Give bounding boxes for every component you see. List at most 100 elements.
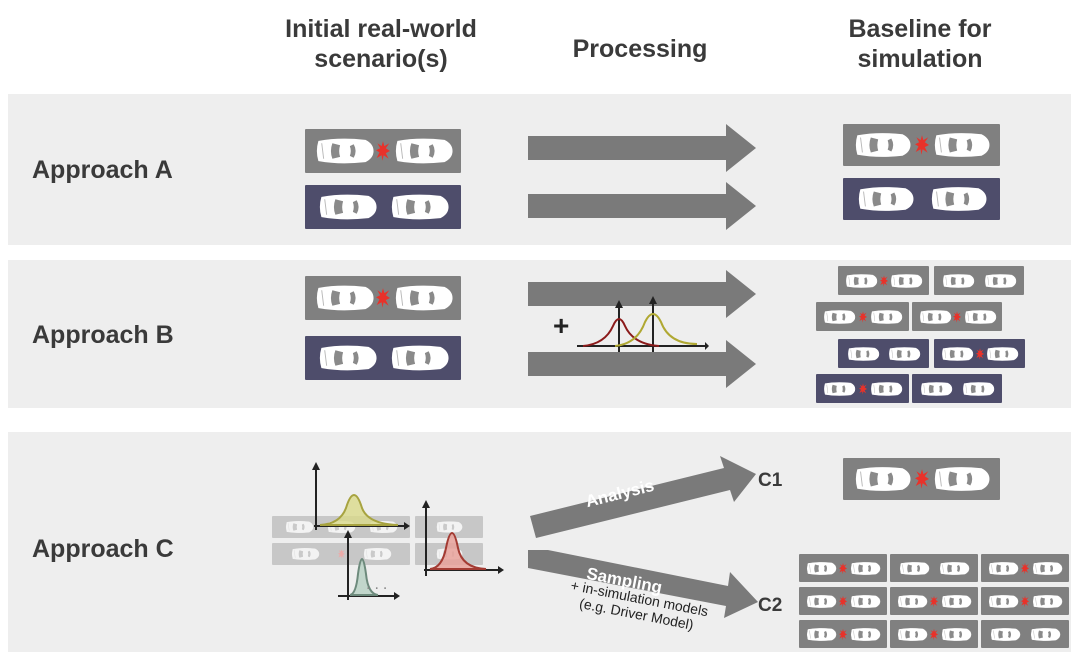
crash-icon	[376, 139, 390, 163]
car-icon	[919, 381, 953, 397]
car-icon	[1031, 594, 1063, 609]
car-icon	[983, 273, 1017, 289]
header-baseline: Baseline for simulation	[848, 15, 992, 73]
car-icon	[316, 192, 378, 222]
crash-icon	[376, 286, 390, 310]
car-icon	[898, 561, 930, 576]
crash-icon	[930, 595, 938, 608]
car-icon	[918, 309, 952, 325]
crash-icon	[839, 595, 847, 608]
car-icon	[987, 594, 1019, 609]
car-icon	[388, 192, 450, 222]
car-icon	[846, 346, 880, 362]
processing-arrow	[528, 340, 756, 388]
baseline-lane	[912, 302, 1002, 331]
car-icon	[852, 465, 912, 493]
car-icon	[963, 309, 997, 325]
baseline-lane-normal	[843, 178, 1000, 220]
car-icon	[392, 136, 454, 166]
baseline-lane	[838, 266, 929, 295]
baseline-lane-crash	[843, 458, 1000, 500]
baseline-lane	[890, 554, 978, 582]
car-icon	[844, 273, 878, 289]
crash-icon	[1021, 562, 1029, 575]
car-icon	[928, 185, 988, 213]
car-icon	[849, 561, 881, 576]
approach-b-label: Approach B	[32, 321, 174, 349]
crash-icon	[880, 274, 888, 288]
baseline-lane	[816, 302, 909, 331]
car-icon	[822, 309, 856, 325]
car-icon	[388, 343, 450, 373]
car-icon	[985, 346, 1019, 362]
car-icon	[987, 561, 1019, 576]
baseline-lane	[838, 339, 929, 368]
baseline-lane	[799, 620, 887, 648]
baseline-lane	[890, 587, 978, 615]
car-icon	[849, 627, 881, 642]
car-icon	[849, 594, 881, 609]
approach-c-label: Approach C	[32, 535, 174, 563]
crash-icon	[930, 628, 938, 641]
approach-a-label: Approach A	[32, 156, 173, 184]
crash-icon	[859, 382, 867, 396]
car-icon	[869, 309, 903, 325]
processing-arrow	[528, 182, 756, 230]
car-icon	[940, 346, 974, 362]
car-icon	[1029, 627, 1061, 642]
distribution-plot-icon	[577, 296, 709, 352]
baseline-lane	[816, 374, 909, 403]
car-icon	[989, 627, 1021, 642]
car-icon	[889, 273, 923, 289]
car-icon	[940, 627, 972, 642]
car-icon	[290, 547, 320, 561]
output-c1-label: C1	[758, 470, 783, 491]
baseline-lane	[981, 554, 1069, 582]
car-icon	[852, 131, 912, 159]
baseline-lane	[799, 554, 887, 582]
more-distributions-dots: ...	[366, 576, 392, 593]
crash-icon	[1021, 595, 1029, 608]
baseline-lane	[981, 620, 1069, 648]
crash-icon	[859, 310, 867, 324]
car-icon	[940, 594, 972, 609]
crash-icon	[839, 562, 847, 575]
scenario-lane-crash	[305, 129, 461, 173]
car-icon	[887, 346, 921, 362]
distribution-plot-icon	[312, 462, 410, 530]
car-icon	[313, 136, 375, 166]
baseline-lane	[890, 620, 978, 648]
baseline-lane	[981, 587, 1069, 615]
crash-icon	[953, 310, 961, 324]
scenario-lane-normal	[305, 336, 461, 380]
header-initial-scenarios: Initial real-world scenario(s)	[285, 15, 477, 73]
car-icon	[938, 561, 970, 576]
car-icon	[392, 283, 454, 313]
baseline-lane	[934, 266, 1024, 295]
crash-icon	[915, 134, 929, 156]
car-icon	[931, 465, 991, 493]
car-icon	[961, 381, 995, 397]
car-icon	[313, 283, 375, 313]
car-icon	[805, 561, 837, 576]
header-processing: Processing	[572, 35, 708, 63]
car-icon	[896, 594, 928, 609]
car-icon	[1031, 561, 1063, 576]
car-icon	[931, 131, 991, 159]
scenario-lane-crash	[305, 276, 461, 320]
processing-arrow	[528, 124, 756, 172]
car-icon	[869, 381, 903, 397]
faded-scenario-lane	[415, 516, 483, 538]
baseline-lane-crash	[843, 124, 1000, 166]
plus-sign: +	[553, 310, 570, 341]
car-icon	[805, 594, 837, 609]
crash-icon	[976, 347, 984, 361]
car-icon	[896, 627, 928, 642]
output-c2-label: C2	[758, 595, 783, 616]
sampling-arrow	[528, 550, 758, 618]
car-icon	[855, 185, 915, 213]
distribution-plot-icon	[338, 530, 400, 600]
car-icon	[805, 627, 837, 642]
baseline-lane	[934, 339, 1025, 368]
crash-icon	[915, 468, 929, 490]
